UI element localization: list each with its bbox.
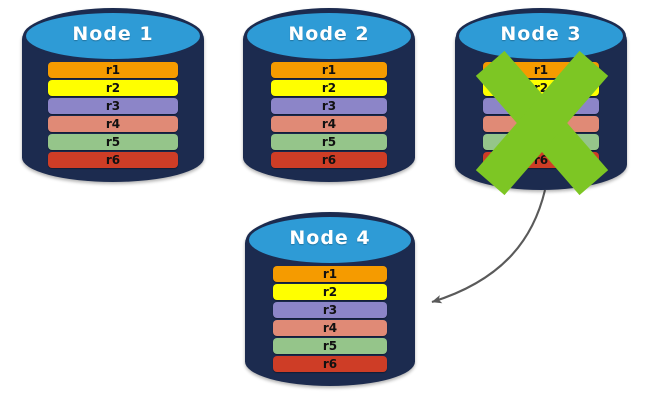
node-1[interactable]: Node 1 r1 r2 r3 r4 r5 r6 — [22, 8, 204, 182]
node-3-row-r5[interactable]: r5 — [483, 134, 599, 150]
node-2-rows: r1 r2 r3 r4 r5 r6 — [271, 62, 387, 168]
node-2-title: Node 2 — [288, 23, 370, 45]
node-2-row-r1[interactable]: r1 — [271, 62, 387, 78]
node-1-row-r1[interactable]: r1 — [48, 62, 178, 78]
node-3-row-r2[interactable]: r2 — [483, 80, 599, 96]
node-1-row-r3[interactable]: r3 — [48, 98, 178, 114]
arrow-path — [431, 189, 547, 304]
node-3-row-r6[interactable]: r6 — [483, 152, 599, 168]
node-4-rows: r1 r2 r3 r4 r5 r6 — [273, 266, 387, 372]
node-1-row-r5[interactable]: r5 — [48, 134, 178, 150]
node-3-rows: r1 r2 r3 r4 r5 r6 — [483, 62, 599, 168]
node-2-row-r5[interactable]: r5 — [271, 134, 387, 150]
node-4-row-r2[interactable]: r2 — [273, 284, 387, 300]
node-1-rows: r1 r2 r3 r4 r5 r6 — [48, 62, 178, 168]
node-4-row-r4[interactable]: r4 — [273, 320, 387, 336]
node-2-cylinder-top — [244, 10, 414, 62]
node-1-row-r4[interactable]: r4 — [48, 116, 178, 132]
node-3-row-r1[interactable]: r1 — [483, 62, 599, 78]
node-1-row-r6[interactable]: r6 — [48, 152, 178, 168]
node-3-row-r4[interactable]: r4 — [483, 116, 599, 132]
node-2-row-r4[interactable]: r4 — [271, 116, 387, 132]
node-4-cylinder-top — [246, 214, 414, 266]
node-4[interactable]: Node 4 r1 r2 r3 r4 r5 r6 — [245, 212, 415, 386]
node-4-row-r6[interactable]: r6 — [273, 356, 387, 372]
node-3[interactable]: Node 3 r1 r2 r3 r4 r5 r6 — [455, 8, 627, 196]
node-4-title: Node 4 — [289, 227, 371, 249]
node-2-row-r3[interactable]: r3 — [271, 98, 387, 114]
node-4-row-r5[interactable]: r5 — [273, 338, 387, 354]
node-1-cylinder-top — [23, 10, 203, 62]
node-1-row-r2[interactable]: r2 — [48, 80, 178, 96]
node-4-row-r1[interactable]: r1 — [273, 266, 387, 282]
node-3-row-r3[interactable]: r3 — [483, 98, 599, 114]
node-2-row-r2[interactable]: r2 — [271, 80, 387, 96]
node-1-title: Node 1 — [72, 23, 154, 45]
node-2-row-r6[interactable]: r6 — [271, 152, 387, 168]
node-3-title: Node 3 — [500, 23, 582, 45]
node-4-row-r3[interactable]: r3 — [273, 302, 387, 318]
node-2[interactable]: Node 2 r1 r2 r3 r4 r5 r6 — [243, 8, 415, 182]
